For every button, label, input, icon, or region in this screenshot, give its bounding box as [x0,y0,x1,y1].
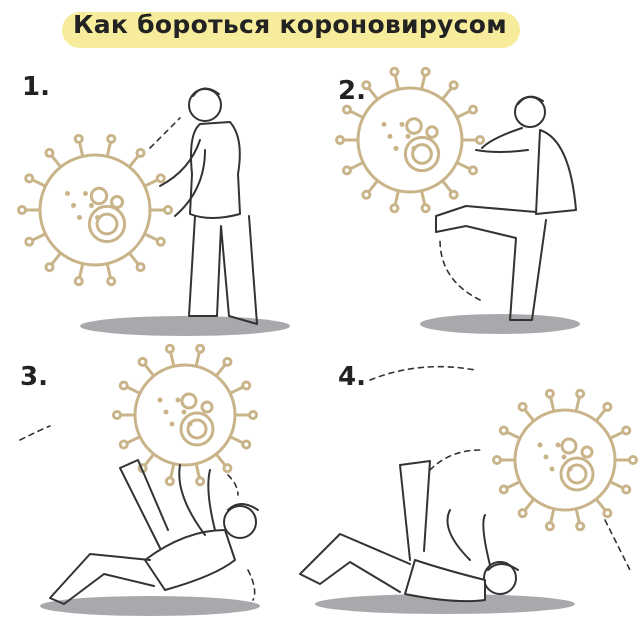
panel-number-3: 3. [20,362,48,392]
comic-title: Как бороться короновирусом [73,10,507,39]
man-figure-2 [435,95,577,321]
man-figure-3 [49,459,259,605]
motion-arrows [19,117,631,601]
virus-icon-4 [492,388,638,532]
floor-shadow-2 [420,314,580,334]
floor-shadow-3 [40,596,260,616]
virus-icon-3 [112,343,258,487]
panel-number-1: 1. [22,72,50,102]
virus-icon-1 [17,133,173,287]
virus-icon-2 [335,66,485,214]
title-banner [62,12,520,48]
man-figure-1 [159,87,258,325]
floor-shadow-1 [80,316,290,336]
panel-number-2: 2. [338,76,366,106]
panel-number-4: 4. [338,362,366,392]
floor-shadow-4 [315,594,575,614]
man-figure-4 [299,460,519,603]
